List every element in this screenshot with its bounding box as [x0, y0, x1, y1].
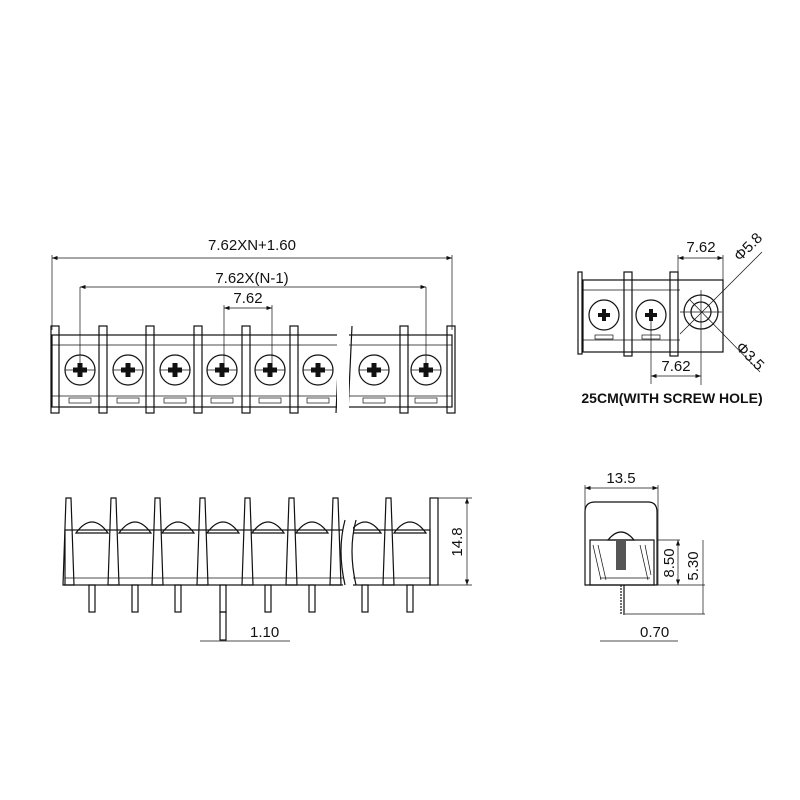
side-view-dimensions: 14.8 1.10 [200, 497, 472, 642]
height-b-label: 5.30 [685, 551, 702, 580]
hole-inner-label: Φ3.5 [732, 339, 767, 374]
side-barrier [196, 497, 209, 586]
screw-dome [117, 521, 153, 534]
break-gap [337, 326, 349, 413]
wire-slot [258, 397, 282, 404]
hole-outer-label: Φ5.8 [731, 230, 766, 265]
pin-width-label: 1.10 [250, 624, 279, 641]
break-gap [343, 515, 353, 587]
wire-slot [306, 397, 330, 404]
end-view-with-screw-hole: 7.62 Φ5.8 Φ3.5 7.62 25CM(WITH SCREW HOLE… [577, 230, 767, 406]
barrier [289, 325, 299, 414]
screw-dome [294, 521, 330, 534]
height-a-label: 8.50 [661, 548, 678, 577]
pin [264, 584, 272, 613]
wire-slot [116, 397, 140, 404]
side-barrier [241, 497, 254, 586]
end-pitch-bottom-label: 7.62 [661, 358, 690, 375]
pitch-label: 7.62 [233, 290, 262, 307]
side-barrier [329, 497, 342, 586]
pin [219, 584, 227, 613]
end-pitch-top-label: 7.62 [686, 239, 715, 256]
screw-cross [263, 363, 277, 377]
screw-dome [205, 521, 241, 534]
barrier [145, 325, 155, 414]
screw-dome [160, 521, 196, 534]
pin [88, 584, 96, 613]
barrier [241, 325, 251, 414]
barrier [446, 325, 456, 414]
screw-dome [250, 521, 286, 534]
pin-extension [219, 611, 227, 641]
side-barrier [285, 497, 298, 586]
height-label: 14.8 [449, 527, 466, 556]
screw-cross [168, 363, 182, 377]
side-barrier [382, 497, 395, 586]
pin [308, 584, 316, 613]
overall-length-label: 7.62XN+1.60 [208, 237, 296, 254]
width-label: 13.5 [606, 470, 635, 487]
break-mark [340, 519, 357, 586]
top-view [50, 325, 456, 414]
barrier [50, 325, 60, 414]
pin [361, 584, 369, 613]
section-view: 13.5 8.50 5.30 0.70 [584, 470, 705, 642]
pin [131, 584, 139, 613]
screw-cross [311, 363, 325, 377]
block-body [51, 334, 453, 408]
barrier [98, 325, 108, 414]
screw-shaft [616, 540, 626, 570]
side-body [64, 529, 431, 586]
side-barrier [107, 497, 120, 586]
pin [406, 584, 414, 613]
screw-dome [74, 521, 110, 534]
wire-slot [68, 397, 92, 404]
screw-cross [121, 363, 135, 377]
barrier [399, 325, 409, 414]
pin-thickness-label: 0.70 [640, 624, 669, 641]
end-pitch-span-label: 7.62X(N-1) [215, 270, 288, 287]
wire-slot [414, 397, 438, 404]
pin [174, 584, 182, 613]
wire-slot [163, 397, 187, 404]
side-barrier [62, 497, 75, 586]
barrier [193, 325, 203, 414]
wire-slot [210, 397, 234, 404]
screw-dome [392, 521, 428, 534]
top-view-dimensions: 7.62XN+1.60 7.62X(N-1) 7.62 [51, 237, 453, 372]
wire-slot [362, 397, 386, 404]
side-barrier [151, 497, 164, 586]
side-view [62, 497, 431, 641]
screw-hole-caption: 25CM(WITH SCREW HOLE) [581, 390, 762, 406]
screw-cross [367, 363, 381, 377]
screw-cross [215, 363, 229, 377]
